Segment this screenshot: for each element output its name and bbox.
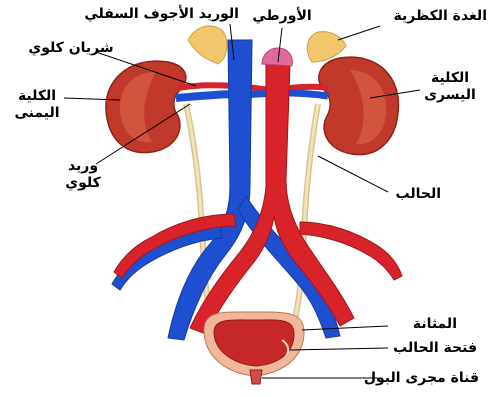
leader-ureter-opening [290,348,388,350]
leader-bladder [302,326,388,330]
aorta [190,64,354,334]
label-left-kidney: الكلية اليسرى [412,70,488,104]
label-ureter-opening: فتحة الحالب [393,340,477,357]
right-adrenal-gland [188,26,227,64]
label-ureter: الحالب [396,186,441,203]
label-right-kidney: الكلية اليمنى [2,88,72,122]
aortic-top [262,48,292,66]
leader-ureter [318,156,388,192]
label-inferior-vena-cava: الوريد الأجوف السفلي [84,6,239,23]
leader-adrenal [338,26,380,40]
label-aorta: الأورطي [252,8,312,25]
urethra [250,370,262,384]
label-adrenal-gland: الغدة الكظرية [394,8,487,25]
label-urethra: قناة مجرى البول [364,370,479,387]
label-renal-vein: وريد كلوي [58,158,108,192]
label-renal-artery: شريان كلوي [28,40,114,57]
label-bladder: المثانة [413,316,457,333]
right-renal-artery [178,85,270,90]
